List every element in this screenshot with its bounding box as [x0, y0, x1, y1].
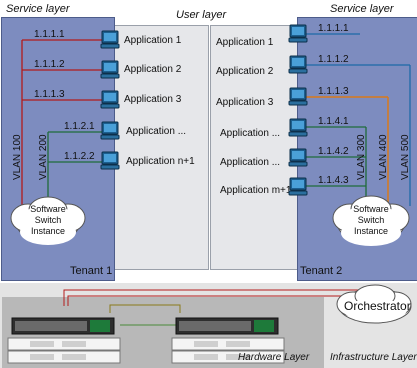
- vlan-200-label: VLAN 200: [38, 134, 49, 180]
- left-ip-3: 1.1.1.3: [34, 89, 65, 100]
- orchestrator-cloud: [336, 284, 412, 324]
- user-layer-label: User layer: [176, 9, 227, 21]
- right-ip-4: 1.1.4.1: [318, 116, 349, 127]
- switch-device-left: [11, 317, 115, 335]
- computer-icon: [288, 177, 308, 202]
- server-rack-right: [171, 337, 285, 364]
- left-ip-5: 1.1.2.2: [64, 151, 95, 162]
- computer-icon: [288, 148, 308, 173]
- left-app-4: Application ...: [126, 126, 187, 137]
- server-rack-left: [7, 337, 121, 364]
- right-app-1: Application 1: [216, 37, 274, 48]
- right-app-3: Application 3: [216, 97, 274, 108]
- software-switch-cloud-left: [10, 196, 86, 245]
- right-app-2: Application 2: [216, 66, 274, 77]
- software-switch-right-label: Software Switch Instance: [343, 204, 399, 237]
- left-app-5: Application n+1: [126, 156, 195, 167]
- software-switch-cloud-right: [332, 195, 410, 246]
- orchestrator-label: Orchestrator: [344, 299, 411, 313]
- computer-icon: [288, 118, 308, 143]
- infrastructure-layer-label: Infrastructure Layer: [330, 352, 417, 363]
- vlan-100-label: VLAN 100: [12, 134, 23, 180]
- computer-icon: [288, 24, 308, 49]
- computer-icon: [100, 151, 120, 176]
- vlan-400-label: VLAN 400: [378, 134, 389, 180]
- right-ip-6: 1.1.4.3: [318, 175, 349, 186]
- right-ip-2: 1.1.1.2: [318, 54, 349, 65]
- left-ip-4: 1.1.2.1: [64, 121, 95, 132]
- hardware-layer-label: Hardware Layer: [238, 352, 310, 363]
- computer-icon: [100, 60, 120, 85]
- left-ip-1: 1.1.1.1: [34, 29, 65, 40]
- right-app-5: Application ...: [220, 157, 281, 168]
- right-ip-1: 1.1.1.1: [318, 23, 349, 34]
- right-ip-3: 1.1.1.3: [318, 86, 349, 97]
- left-ip-2: 1.1.1.2: [34, 59, 65, 70]
- left-app-2: Application 2: [124, 64, 182, 75]
- right-app-4: Application ...: [220, 128, 281, 139]
- vlan-500-label: VLAN 500: [400, 134, 411, 180]
- tenant-1-label: Tenant 1: [70, 265, 113, 277]
- switch-right-text: Software Switch Instance: [353, 204, 389, 236]
- computer-icon: [100, 90, 120, 115]
- computer-icon: [288, 87, 308, 112]
- computer-icon: [288, 55, 308, 80]
- right-app-6: Application m+1: [220, 185, 292, 196]
- computer-icon: [100, 30, 120, 55]
- left-app-1: Application 1: [124, 35, 182, 46]
- software-switch-left-label: Software Switch Instance: [20, 204, 76, 237]
- right-ip-5: 1.1.4.2: [318, 146, 349, 157]
- service-layer-left-label: Service layer: [6, 3, 70, 15]
- tenant-2-label: Tenant 2: [300, 265, 343, 277]
- service-layer-right-label: Service layer: [330, 3, 394, 15]
- computer-icon: [100, 121, 120, 146]
- switch-left-text: Software Switch Instance: [30, 204, 66, 236]
- switch-device-right: [175, 317, 279, 335]
- left-app-3: Application 3: [124, 94, 182, 105]
- vlan-300-label: VLAN 300: [356, 134, 367, 180]
